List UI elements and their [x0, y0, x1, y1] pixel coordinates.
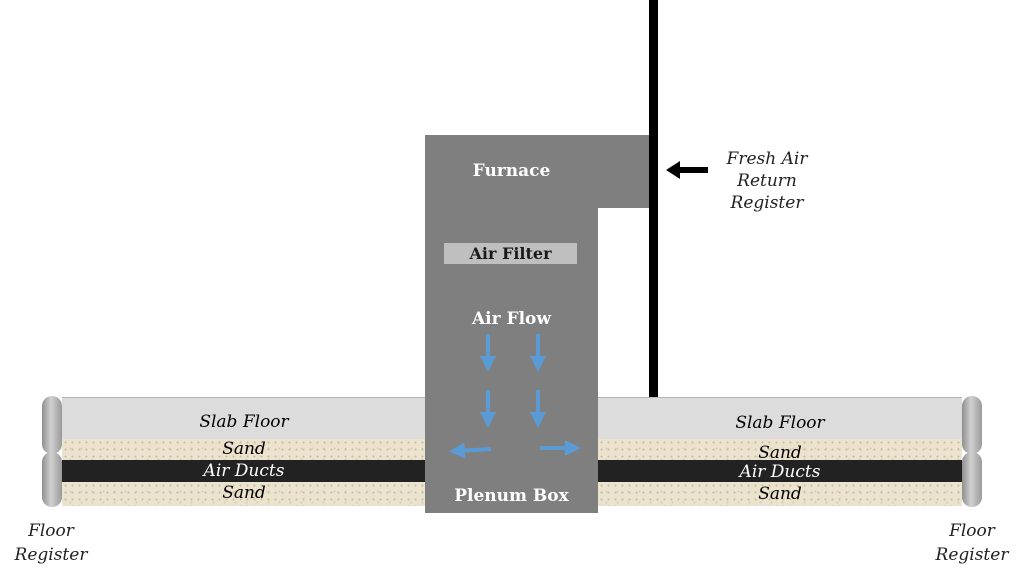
right-air-ducts-label: Air Ducts: [739, 462, 821, 482]
furnace-return-duct: [598, 135, 651, 208]
right-slab-floor-label: Slab Floor: [735, 413, 825, 433]
fresh-air-line-2: Return: [737, 171, 797, 191]
air-filter: Air Filter: [444, 243, 577, 264]
left-floor-register-upper: [42, 396, 62, 454]
left-arrow: [449, 442, 492, 459]
left-floor-register-lower: [42, 452, 62, 507]
air-flow-arrows: [449, 334, 581, 459]
furnace-label: Furnace: [472, 161, 551, 181]
floor-register-right-label: Floor Register: [927, 519, 1017, 567]
left-air-ducts: Air Ducts: [62, 460, 426, 482]
right-floor-register-lower: [962, 452, 982, 507]
right-sand-top-label: Sand: [758, 443, 802, 463]
fresh-air-line-1: Fresh Air: [726, 149, 808, 169]
left-sand-top: Sand: [62, 439, 426, 460]
left-sand-top-label: Sand: [222, 439, 266, 459]
fresh-air-arrow-icon: [666, 161, 708, 179]
right-sand-bottom-label: Sand: [758, 484, 802, 504]
floor-register-left-line-2: Register: [14, 545, 88, 565]
left-sand-bottom-label: Sand: [222, 483, 266, 503]
fresh-air-line-3: Register: [730, 193, 804, 213]
fresh-air-return-pipe: [649, 0, 658, 397]
right-floor-register-upper: [962, 396, 982, 454]
left-slab-floor: Slab Floor: [62, 397, 426, 440]
floor-register-left-label: Floor Register: [6, 519, 96, 567]
fresh-air-return-register-label: Fresh Air Return Register: [712, 148, 822, 214]
right-air-ducts: Air Ducts: [598, 460, 962, 482]
floor-register-left-line-1: Floor: [28, 521, 74, 541]
floor-register-right-line-1: Floor: [949, 521, 995, 541]
right-slab-floor: Slab Floor: [598, 397, 962, 440]
left-sand-bottom: Sand: [62, 482, 426, 506]
plenum-box-label: Plenum Box: [454, 486, 569, 506]
left-air-ducts-label: Air Ducts: [203, 461, 285, 481]
left-slab-floor-label: Slab Floor: [199, 412, 289, 432]
air-filter-label: Air Filter: [469, 244, 552, 263]
right-sand-bottom: Sand: [598, 482, 962, 506]
floor-register-right-line-2: Register: [935, 545, 1009, 565]
right-sand-top: Sand: [598, 439, 962, 463]
air-flow-label: Air Flow: [471, 309, 552, 329]
